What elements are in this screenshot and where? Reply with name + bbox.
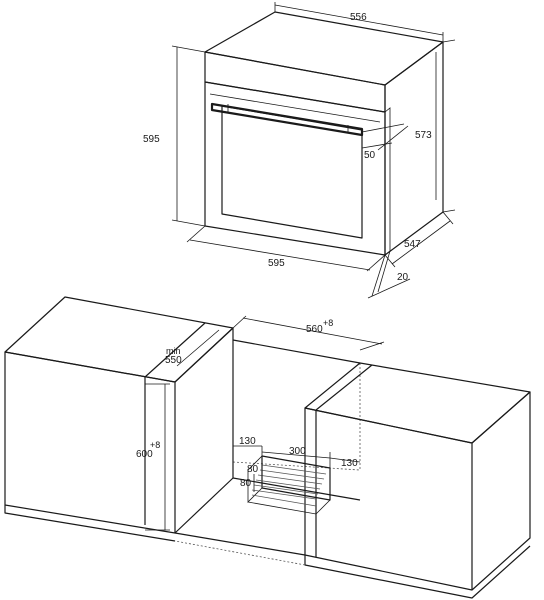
label-vent-height-a: 80 bbox=[247, 464, 259, 475]
dim-595h-ext-right bbox=[366, 254, 386, 272]
label-oven-front-offset: 20 bbox=[397, 272, 409, 283]
label-vent-width: 300 bbox=[289, 446, 306, 457]
label-oven-handle-offset: 50 bbox=[364, 150, 376, 161]
vent-hatch-1 bbox=[251, 489, 317, 500]
vent-floor bbox=[247, 499, 331, 515]
niche-floor-back bbox=[232, 477, 361, 501]
vent-hatch-3 bbox=[255, 479, 321, 490]
niche-floor-left bbox=[174, 477, 234, 534]
cabinet-left-top bbox=[4, 296, 234, 383]
oven-side-face bbox=[384, 41, 444, 256]
dim-573-ext-bottom bbox=[442, 209, 456, 213]
dim-547-line bbox=[391, 220, 451, 265]
label-niche-depth-min: min bbox=[166, 346, 181, 356]
cabinet-left-plinth bbox=[4, 505, 176, 542]
label-oven-width-bottom: 595 bbox=[268, 258, 285, 269]
dim-20-ext-a bbox=[371, 254, 386, 297]
dim-560-line bbox=[242, 317, 383, 345]
vent-side bbox=[247, 455, 263, 503]
cabinet-right-panel-top bbox=[315, 364, 373, 411]
cabinet-right-plinth bbox=[304, 545, 531, 599]
label-vent-right: 130 bbox=[341, 458, 358, 469]
oven-drawing bbox=[204, 11, 444, 256]
vent-hatch-2 bbox=[253, 484, 319, 495]
label-vent-height-b: 80 bbox=[240, 478, 252, 489]
label-niche-height: 600 bbox=[136, 449, 153, 460]
vent-hatch-5 bbox=[259, 469, 325, 480]
cabinet-left-side-top bbox=[144, 322, 206, 378]
dim-550-line bbox=[176, 329, 220, 367]
vent-hatch-7 bbox=[251, 494, 317, 507]
dim-595h-line bbox=[189, 239, 371, 271]
dim-547-ext-back bbox=[442, 211, 454, 225]
dim-20-line bbox=[367, 278, 411, 299]
cabinet-left-panel-edge bbox=[174, 327, 234, 383]
dim-595v-ext-bottom bbox=[171, 219, 206, 227]
cabinet-dimensions bbox=[145, 315, 385, 531]
oven-control-panel bbox=[204, 51, 386, 113]
label-niche-depth: 550 bbox=[165, 355, 182, 366]
cabinet-right-side bbox=[471, 391, 531, 591]
label-vent-left: 130 bbox=[239, 436, 256, 447]
oven-dimensions bbox=[171, 2, 456, 299]
label-niche-width-tolerance: +8 bbox=[323, 318, 333, 328]
niche-back-top bbox=[232, 339, 361, 364]
dim-560-ext-right bbox=[359, 341, 385, 351]
dim-130-right-line bbox=[329, 457, 361, 463]
label-niche-width: 560 bbox=[306, 324, 323, 335]
dim-595v-ext-top bbox=[171, 45, 206, 53]
dim-50-line bbox=[377, 125, 409, 151]
oven-handle bbox=[210, 102, 364, 137]
label-oven-width-top: 556 bbox=[350, 12, 367, 23]
niche-floor-front bbox=[174, 532, 306, 556]
cabinet-drawing bbox=[4, 296, 531, 599]
oven-front-thickness bbox=[384, 107, 391, 256]
dim-300-line bbox=[261, 451, 331, 459]
dim-573-ext-top bbox=[442, 39, 456, 43]
vent-hatch-4 bbox=[257, 474, 323, 485]
vent-hatch-6 bbox=[261, 464, 327, 475]
label-oven-height-front: 595 bbox=[143, 134, 160, 145]
dim-50-ext-a bbox=[361, 123, 405, 133]
dim-595h-ext-left bbox=[186, 225, 206, 243]
dim-20-ext-b bbox=[377, 250, 391, 293]
label-niche-height-tolerance: +8 bbox=[150, 440, 160, 450]
label-oven-height-side: 573 bbox=[415, 130, 432, 141]
oven-door-line bbox=[209, 93, 381, 123]
ventilation-opening bbox=[247, 455, 331, 515]
label-oven-depth: 547 bbox=[404, 239, 421, 250]
dim-547-ext-front bbox=[384, 254, 396, 268]
dim-556-line bbox=[274, 4, 444, 36]
dim-50-ext-b bbox=[361, 142, 393, 149]
